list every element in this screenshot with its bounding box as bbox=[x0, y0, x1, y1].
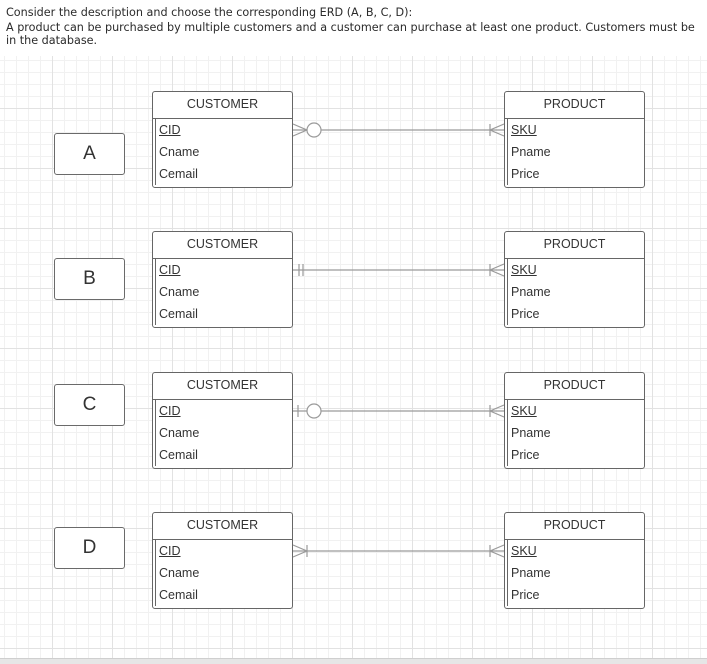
attribute-label: CID bbox=[159, 263, 181, 277]
primary-key-attribute: SKU bbox=[507, 259, 644, 281]
primary-key-attribute: SKU bbox=[507, 400, 644, 422]
attribute-label: CID bbox=[159, 123, 181, 137]
attribute-label: Cname bbox=[159, 145, 200, 159]
entity-attribute: Cname bbox=[155, 281, 292, 303]
attribute-label: SKU bbox=[511, 123, 537, 137]
attribute-label: Cname bbox=[159, 426, 200, 440]
question-line-1: Consider the description and choose the … bbox=[6, 6, 413, 19]
entity-name: CUSTOMER bbox=[153, 513, 292, 540]
attribute-label: Pname bbox=[511, 145, 551, 159]
entity-attribute: Cemail bbox=[155, 303, 292, 325]
primary-key-attribute: CID bbox=[155, 400, 292, 422]
entity-name: PRODUCT bbox=[505, 373, 644, 400]
entity-attribute: Cname bbox=[155, 562, 292, 584]
entity-attribute: Cname bbox=[155, 141, 292, 163]
attribute-label: Price bbox=[511, 588, 540, 602]
entity-name: CUSTOMER bbox=[153, 232, 292, 259]
entity-attribute: Pname bbox=[507, 422, 644, 444]
attribute-label: Price bbox=[511, 167, 540, 181]
entity-attribute: Pname bbox=[507, 281, 644, 303]
attribute-label: Price bbox=[511, 448, 540, 462]
entity-attribute: Price bbox=[507, 584, 644, 606]
entity-attribute: Pname bbox=[507, 141, 644, 163]
option-c-button[interactable]: C bbox=[54, 384, 125, 426]
attribute-label: Cemail bbox=[159, 448, 198, 462]
primary-key-attribute: SKU bbox=[507, 540, 644, 562]
question-text: Consider the description and choose the … bbox=[6, 6, 706, 49]
bottom-divider bbox=[0, 658, 707, 664]
attribute-label: CID bbox=[159, 404, 181, 418]
zero-circle-marker bbox=[306, 122, 322, 138]
attribute-label: SKU bbox=[511, 544, 537, 558]
question-line-2: A product can be purchased by multiple c… bbox=[6, 21, 695, 47]
attribute-label: Cname bbox=[159, 285, 200, 299]
entity-attribute: Cemail bbox=[155, 444, 292, 466]
zero-circle-marker bbox=[306, 403, 322, 419]
primary-key-attribute: SKU bbox=[507, 119, 644, 141]
entity-name: PRODUCT bbox=[505, 513, 644, 540]
entity-name: PRODUCT bbox=[505, 92, 644, 119]
primary-key-attribute: CID bbox=[155, 259, 292, 281]
entity-name: CUSTOMER bbox=[153, 92, 292, 119]
attribute-label: Cemail bbox=[159, 167, 198, 181]
attribute-label: SKU bbox=[511, 263, 537, 277]
primary-key-attribute: CID bbox=[155, 540, 292, 562]
option-a-button[interactable]: A bbox=[54, 133, 125, 175]
attribute-label: Cemail bbox=[159, 588, 198, 602]
entity-attribute: Cemail bbox=[155, 584, 292, 606]
attribute-label: CID bbox=[159, 544, 181, 558]
option-b-button[interactable]: B bbox=[54, 258, 125, 300]
attribute-label: Pname bbox=[511, 285, 551, 299]
attribute-label: Cname bbox=[159, 566, 200, 580]
attribute-label: SKU bbox=[511, 404, 537, 418]
attribute-label: Pname bbox=[511, 566, 551, 580]
attribute-label: Pname bbox=[511, 426, 551, 440]
entity-attribute: Price bbox=[507, 163, 644, 185]
entity-attribute: Cname bbox=[155, 422, 292, 444]
primary-key-attribute: CID bbox=[155, 119, 292, 141]
entity-attribute: Price bbox=[507, 444, 644, 466]
entity-name: PRODUCT bbox=[505, 232, 644, 259]
option-d-button[interactable]: D bbox=[54, 527, 125, 569]
entity-attribute: Cemail bbox=[155, 163, 292, 185]
attribute-label: Price bbox=[511, 307, 540, 321]
entity-attribute: Pname bbox=[507, 562, 644, 584]
entity-name: CUSTOMER bbox=[153, 373, 292, 400]
attribute-label: Cemail bbox=[159, 307, 198, 321]
entity-attribute: Price bbox=[507, 303, 644, 325]
